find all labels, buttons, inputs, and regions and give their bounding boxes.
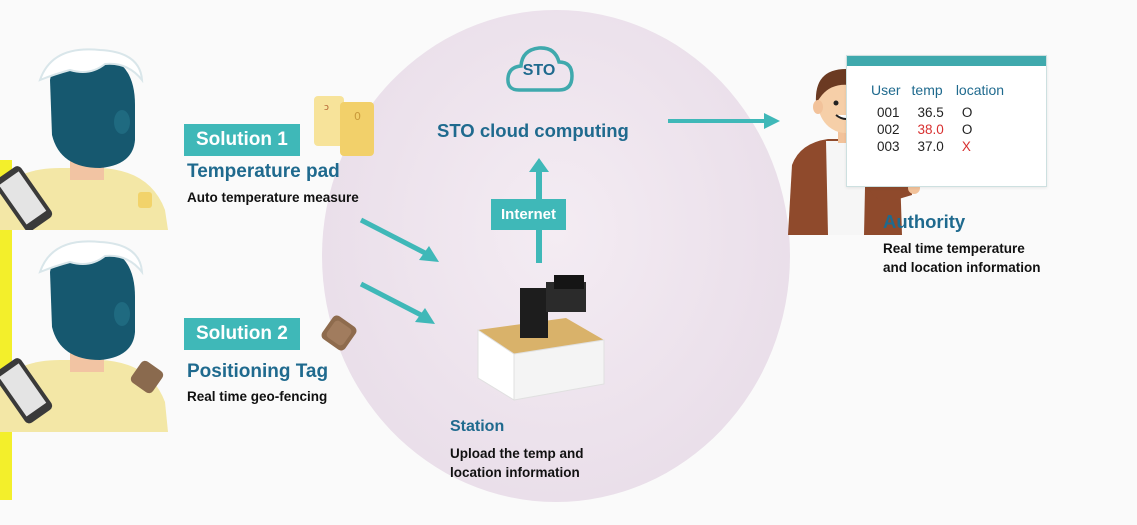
internet-label: Internet — [491, 199, 567, 230]
cell-user: 003 — [877, 139, 900, 154]
table-row: 002 38.0 O — [871, 121, 1013, 138]
authority-desc-line1: Real time temperature — [883, 241, 1025, 256]
cell-temp-alert: 38.0 — [917, 122, 944, 137]
solution-arrows — [359, 217, 439, 324]
station-device-icon — [477, 275, 605, 401]
cell-location: O — [961, 105, 973, 120]
solution-1-title: Temperature pad — [187, 161, 340, 182]
station-desc-line2: location information — [450, 465, 580, 480]
background-circle — [322, 10, 790, 502]
authority-arrow — [668, 113, 780, 129]
window-title-bar — [847, 56, 1046, 69]
station-title: Station — [450, 418, 505, 435]
svg-text:ɔ: ɔ — [324, 103, 329, 113]
authority-desc-line2: and location information — [883, 260, 1041, 275]
solution-1-subtitle: Auto temperature measure — [187, 190, 359, 205]
cell-user: 001 — [877, 105, 900, 120]
cell-user: 002 — [877, 122, 900, 137]
authority-title: Authority — [883, 211, 966, 232]
person-2-illustration — [0, 240, 168, 432]
solution-2-title: Positioning Tag — [187, 361, 329, 382]
table-row: 003 37.0 X — [871, 138, 1013, 155]
authority-data-window: User temp location 001 36.5 O 002 38.0 O… — [846, 55, 1047, 187]
svg-text:0: 0 — [354, 110, 361, 123]
cell-location: O — [961, 122, 973, 137]
solution-1-label: Solution 1 — [184, 124, 300, 156]
solution-2-subtitle: Real time geo-fencing — [187, 389, 328, 404]
cloud-logo-text: STO — [522, 62, 556, 79]
cloud-icon — [506, 46, 574, 92]
solution-2-label: Solution 2 — [184, 318, 300, 350]
temperature-pad-icon: ɔ 0 — [314, 96, 374, 156]
cloud-title: STO cloud computing — [437, 120, 629, 141]
station-desc-line1: Upload the temp and — [450, 446, 584, 461]
person-1-illustration — [0, 48, 168, 230]
cell-temp: 37.0 — [917, 139, 944, 154]
table-header-user: User — [871, 82, 901, 98]
positioning-tag-icon — [321, 315, 357, 351]
table-header-temp: temp — [911, 82, 943, 98]
table-row: 001 36.5 O — [871, 104, 1013, 121]
table-header-location: location — [955, 82, 1005, 98]
cell-location-alert: X — [961, 139, 971, 154]
temperature-table: User temp location 001 36.5 O 002 38.0 O… — [871, 82, 1013, 155]
cell-temp: 36.5 — [917, 105, 944, 120]
